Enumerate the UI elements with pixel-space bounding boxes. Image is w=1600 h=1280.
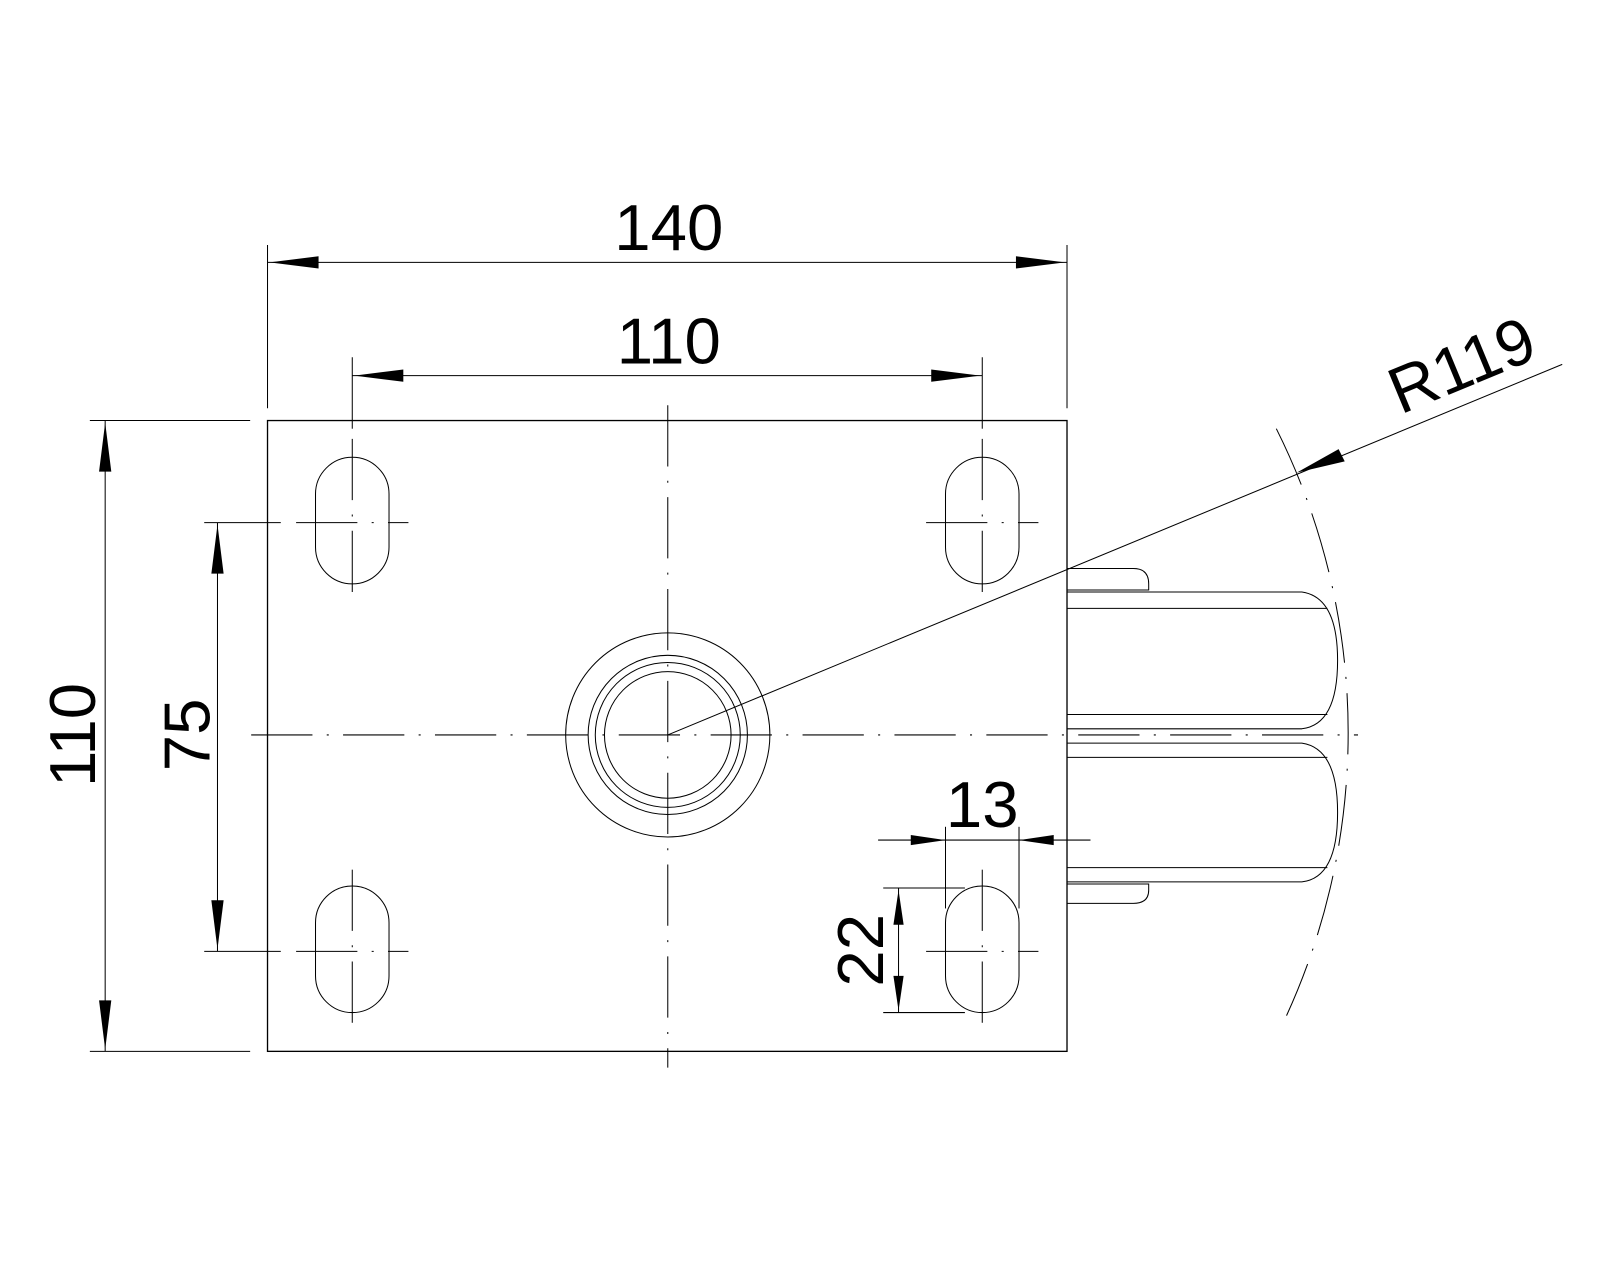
dimension-slot-length: 22 [824, 887, 965, 1014]
swivel-radius-arc [1275, 428, 1349, 1016]
dimension-overall-width: 140 [267, 191, 1068, 409]
dim-140-label: 140 [614, 191, 723, 264]
wheel-assembly [1067, 428, 1349, 1016]
dimension-slot-width: 13 [878, 768, 1091, 909]
dim-110-y-label: 110 [36, 683, 109, 787]
dim-110-x-label: 110 [617, 304, 721, 377]
slot-centerlines [296, 438, 1039, 1031]
dimension-hole-spacing-y: 75 [150, 522, 281, 952]
dim-r119-label: R119 [1378, 302, 1546, 427]
dimension-overall-height: 110 [36, 420, 251, 1052]
kingpin-boss [565, 632, 771, 838]
dim-22-label: 22 [824, 914, 897, 987]
dimension-swivel-radius: R119 [667, 302, 1563, 736]
dim-75-label: 75 [150, 699, 223, 772]
dimension-hole-spacing-x: 110 [351, 304, 983, 429]
dim-13-label: 13 [946, 768, 1019, 841]
